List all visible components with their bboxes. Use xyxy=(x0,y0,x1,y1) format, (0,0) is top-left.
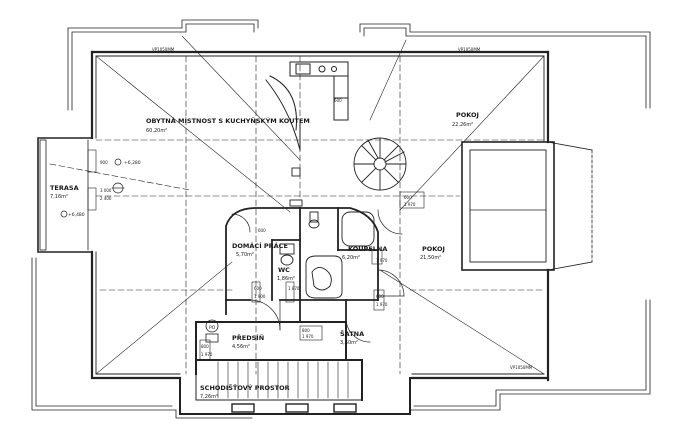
room-area-terasa: 7,16m² xyxy=(50,194,68,200)
outer-walls xyxy=(90,50,550,382)
dormer-window xyxy=(461,141,593,271)
plan-labels: VP1050MM VP1050MM VP1050MM OBYTNÁ MÍSTNO… xyxy=(50,47,533,400)
room-name-obytna: OBYTNÁ MÍSTNOST S KUCHYŇSKÝM KOUTEM xyxy=(146,116,310,125)
room-name-pokoj2: POKOJ xyxy=(422,245,445,253)
room-area-domaci: 5,70m² xyxy=(236,252,254,258)
dim-2400: 2 400 xyxy=(100,196,112,201)
level-marks xyxy=(60,158,125,218)
dimension-boxes xyxy=(87,149,425,361)
po-mark: PO xyxy=(209,325,216,331)
door-swings xyxy=(231,209,405,343)
kitchen-counter xyxy=(265,61,349,151)
room-name-koupelna: KOUPELNA xyxy=(348,245,387,253)
dim-1870: 1 870 xyxy=(288,286,300,291)
room-area-koupelna: 6,20m² xyxy=(342,255,360,261)
spiral-staircase xyxy=(353,137,407,191)
vp-mark-top-right: VP1050MM xyxy=(458,47,481,52)
dim-1970b: 1 970 xyxy=(376,258,388,263)
dim-600a: 600 xyxy=(258,228,266,233)
roof-outline xyxy=(31,19,651,419)
roof-ridges xyxy=(95,35,545,375)
dim-600e: 600 xyxy=(334,98,342,103)
bottom-windows xyxy=(231,403,357,413)
core-walls xyxy=(225,207,379,361)
room-area-schod: 7,26m² xyxy=(200,394,218,400)
room-area-obytna: 60,20m² xyxy=(146,128,167,134)
room-name-schod: SCHODIŠŤOVÝ PROSTOR xyxy=(200,383,290,392)
room-name-wc: WC xyxy=(278,266,290,274)
dim-3000: 3 000 xyxy=(100,188,112,193)
dim-800b: 800 xyxy=(201,344,209,349)
room-area-wc: 1,86m² xyxy=(277,276,295,282)
entry-core xyxy=(179,321,411,415)
room-name-predsin: PŘEDSÍŇ xyxy=(232,333,264,342)
dim-1970e: 1 970 xyxy=(201,352,213,357)
dim-1900: 1 900 xyxy=(254,294,266,299)
bathroom-fixtures xyxy=(279,167,375,299)
vp-mark-top-left: VP1050MM xyxy=(152,47,175,52)
dim-1970a: 1 970 xyxy=(404,202,416,207)
po-symbol xyxy=(205,319,219,343)
room-name-domaci: DOMÁCÍ PRÁCE xyxy=(232,241,288,250)
vp-mark-bottom-right: VP1050MM xyxy=(510,365,533,370)
room-area-pokoj1: 22,26m² xyxy=(452,122,473,128)
stair-treads xyxy=(217,361,349,399)
dim-900: 900 xyxy=(100,160,108,165)
room-area-predsin: 4,56m² xyxy=(232,344,250,350)
room-name-terasa: TERASA xyxy=(50,184,79,192)
dim-1970d: 1 970 xyxy=(376,302,388,307)
room-name-satna: ŠATNA xyxy=(340,329,364,338)
dim-1970c: 1 970 xyxy=(302,334,314,339)
dim-600c: 600 xyxy=(254,286,262,291)
dim-600d: 600 xyxy=(376,294,384,299)
level-upper: +6,280 xyxy=(124,160,141,166)
room-name-pokoj1: POKOJ xyxy=(456,111,479,119)
room-area-satna: 3,60m² xyxy=(340,340,358,346)
dim-800: 800 xyxy=(302,328,310,333)
room-area-pokoj2: 21,50m² xyxy=(420,255,441,261)
level-lower: +6,480 xyxy=(68,212,85,218)
dim-600b: 600 xyxy=(404,195,412,200)
